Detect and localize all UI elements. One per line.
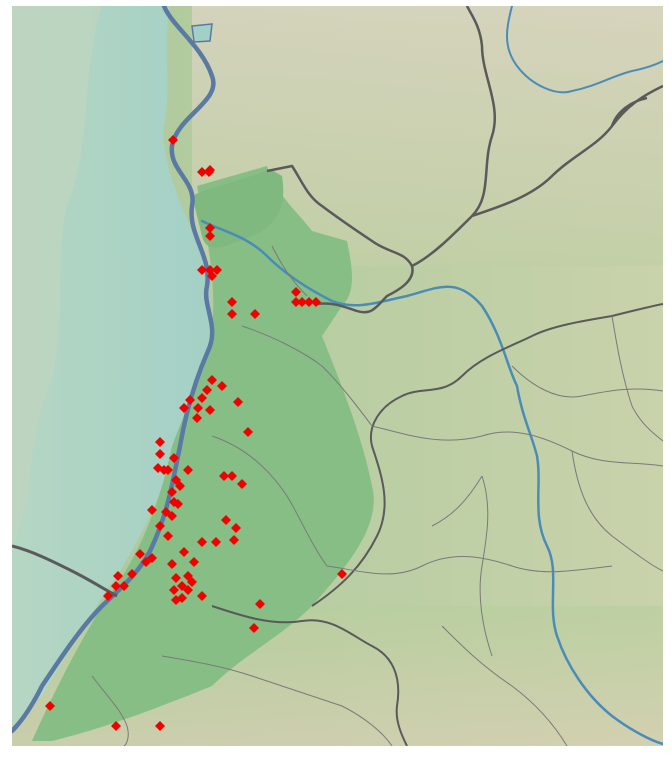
region-border-central <box>311 303 663 607</box>
location-marker <box>291 287 301 297</box>
location-marker <box>167 487 177 497</box>
location-marker <box>187 577 197 587</box>
location-marker <box>155 721 165 731</box>
location-marker <box>255 599 265 609</box>
location-marker <box>192 413 202 423</box>
location-marker <box>233 397 243 407</box>
plain-lowland <box>32 166 374 741</box>
location-marker <box>179 547 189 557</box>
location-marker <box>113 571 123 581</box>
location-marker <box>219 471 229 481</box>
location-marker <box>163 531 173 541</box>
location-marker <box>212 265 222 275</box>
location-marker <box>227 471 237 481</box>
location-marker <box>197 591 207 601</box>
region-border-west <box>12 544 118 598</box>
tributary-north <box>200 219 663 746</box>
location-marker <box>147 553 157 563</box>
location-marker <box>304 297 314 307</box>
location-marker <box>183 585 193 595</box>
location-marker <box>155 437 165 447</box>
location-marker <box>197 265 207 275</box>
location-marker <box>171 595 181 605</box>
location-marker <box>227 297 237 307</box>
country-border-north <box>266 164 414 314</box>
location-marker <box>197 393 207 403</box>
location-marker <box>119 581 129 591</box>
location-marker <box>135 549 145 559</box>
location-marker <box>167 511 177 521</box>
location-marker <box>205 223 215 233</box>
location-marker <box>111 721 121 731</box>
location-marker <box>159 465 169 475</box>
relief-map <box>12 6 663 746</box>
location-marker <box>169 453 179 463</box>
location-marker <box>193 403 203 413</box>
location-marker <box>311 297 321 307</box>
location-marker <box>202 385 212 395</box>
location-marker <box>127 569 137 579</box>
location-marker <box>183 465 193 475</box>
location-marker <box>205 231 215 241</box>
district-borders <box>91 245 663 746</box>
location-marker <box>211 537 221 547</box>
location-marker <box>185 395 195 405</box>
location-marker <box>249 623 259 633</box>
location-marker <box>155 449 165 459</box>
location-marker <box>291 297 301 307</box>
location-marker <box>250 309 260 319</box>
location-marker <box>111 581 121 591</box>
location-marker <box>189 557 199 567</box>
location-marker <box>227 309 237 319</box>
location-marker <box>243 427 253 437</box>
location-marker <box>237 479 247 489</box>
location-marker <box>217 381 227 391</box>
west-bank-hills <box>12 6 102 546</box>
region-border-south <box>211 605 408 746</box>
location-marker <box>155 521 165 531</box>
location-marker <box>337 569 347 579</box>
marker-layer <box>45 135 347 731</box>
location-marker <box>168 135 178 145</box>
location-marker <box>169 585 179 595</box>
location-marker <box>147 505 157 515</box>
location-marker <box>171 573 181 583</box>
location-marker <box>221 515 231 525</box>
location-marker <box>167 559 177 569</box>
location-marker <box>205 405 215 415</box>
location-marker <box>179 403 189 413</box>
location-marker <box>173 499 183 509</box>
location-marker <box>229 535 239 545</box>
location-marker <box>205 165 215 175</box>
location-marker <box>297 297 307 307</box>
tributary-northeast <box>506 6 663 94</box>
location-marker <box>197 167 207 177</box>
country-border-east <box>411 6 663 268</box>
location-marker <box>207 271 217 281</box>
location-marker <box>207 375 217 385</box>
location-marker <box>197 537 207 547</box>
main-river <box>12 6 216 734</box>
location-marker <box>103 591 113 601</box>
map-frame <box>12 6 663 746</box>
location-marker <box>231 523 241 533</box>
inlet-north <box>191 23 213 43</box>
location-marker <box>175 481 185 491</box>
location-marker <box>45 701 55 711</box>
